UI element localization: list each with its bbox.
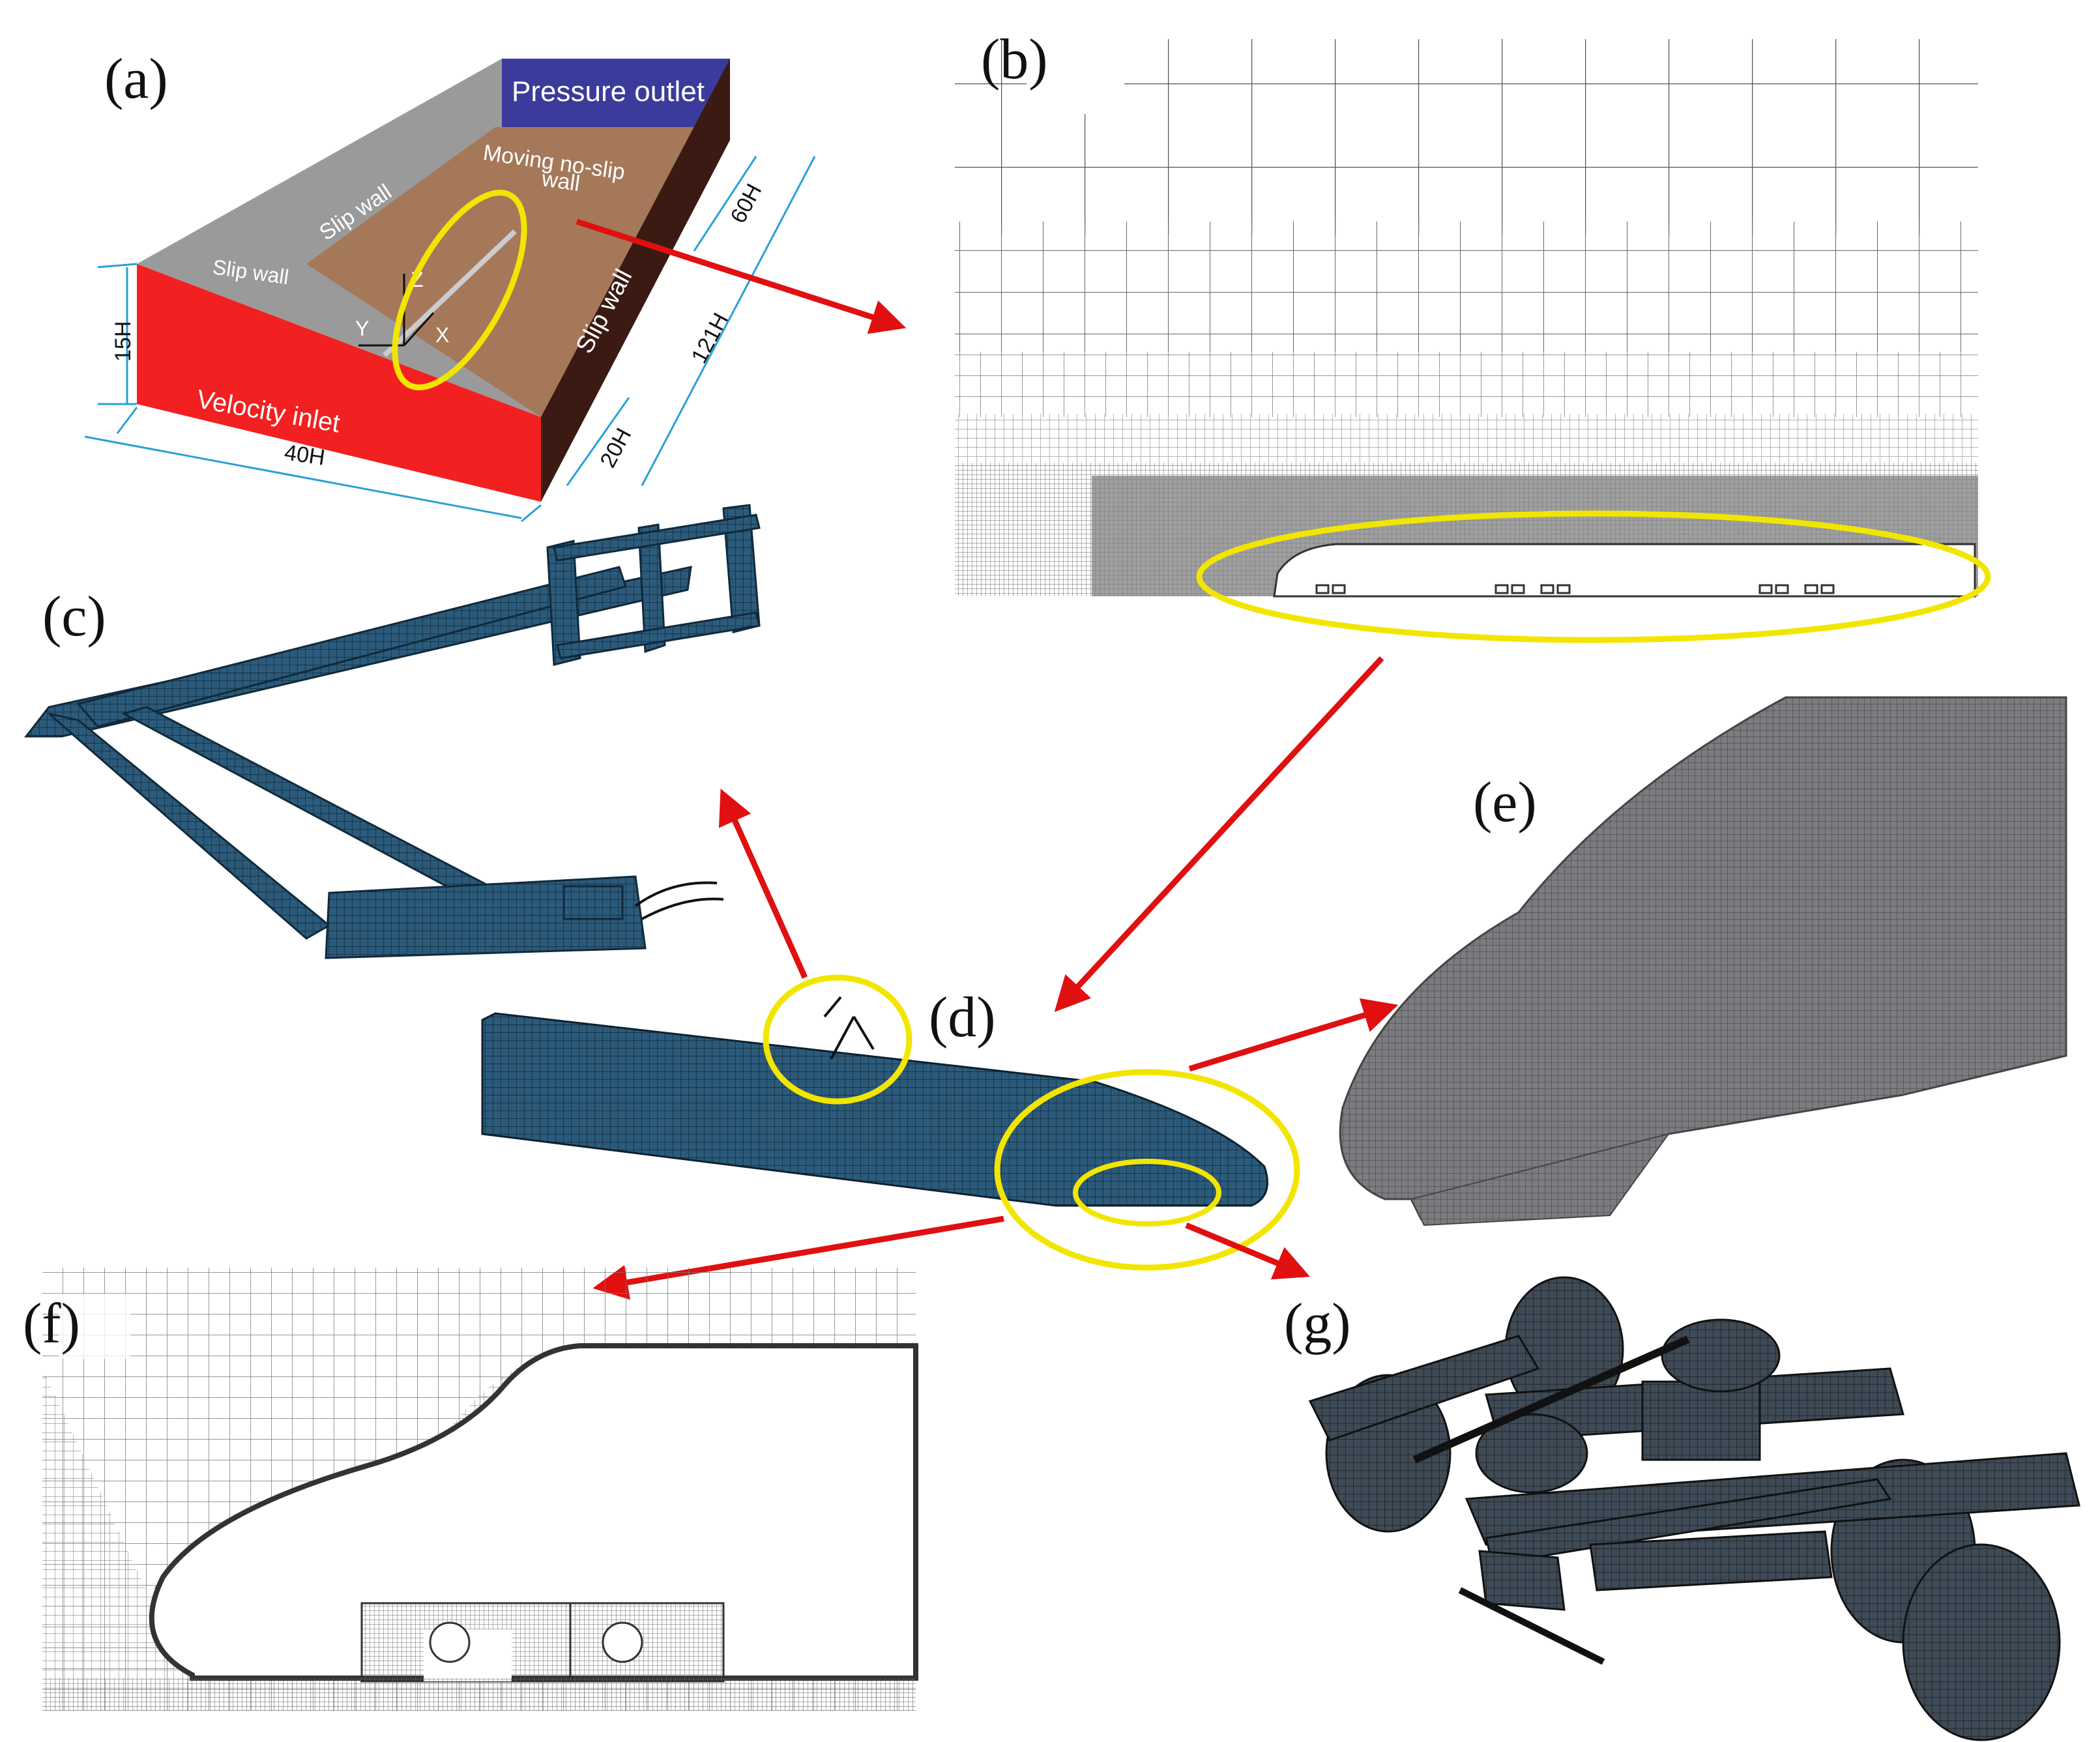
axis-y-label: Y xyxy=(355,317,369,340)
panel-label-c: (c) xyxy=(42,585,106,648)
nose-highlight-ellipse xyxy=(994,1069,1300,1271)
train-nose-profile xyxy=(149,1343,918,1681)
bogie-section xyxy=(360,1602,725,1683)
mesh-zone-coarse xyxy=(955,222,1978,352)
pantograph-highlight-ellipse xyxy=(763,974,912,1105)
train-profile-cutout xyxy=(1273,543,1976,598)
panel-label-e: (e) xyxy=(1473,771,1537,834)
nose-lower-fairing xyxy=(1410,1133,1670,1227)
train-highlight-ellipse xyxy=(392,190,527,390)
dim-121h-label: 121H xyxy=(687,309,734,368)
train-outline-line xyxy=(383,229,517,357)
pantograph-mini xyxy=(823,996,875,1060)
dim-60h-label: 60H xyxy=(726,180,767,227)
arrow-a-to-b xyxy=(576,218,907,334)
bogie-highlight-ellipse xyxy=(1073,1159,1221,1227)
axis-x-label: X xyxy=(435,323,449,347)
dim-20h-label: 20H xyxy=(596,424,637,472)
velocity-inlet-face xyxy=(137,264,541,502)
panel-a-domain: (a) Pressure outlet Moving no-slip wall … xyxy=(84,48,816,523)
dimension-lines xyxy=(84,156,816,523)
dim-40h-label: 40H xyxy=(283,440,327,470)
ground-mesh-strip xyxy=(42,1678,916,1711)
panel-b-longitudinal-mesh: (b) xyxy=(955,28,1991,643)
mesh-zone-fine xyxy=(955,414,1978,466)
panel-c-pantograph: (c) xyxy=(23,504,761,959)
dim-15h-label: 15H xyxy=(111,321,136,362)
arrow-d-to-g xyxy=(1185,1222,1310,1280)
panel-label-f: (f) xyxy=(23,1292,80,1356)
arrow-d-to-c xyxy=(718,789,808,979)
panel-e-nose-mesh: (e) xyxy=(1339,696,2067,1227)
right-slip-wall-face xyxy=(541,59,730,502)
moving-wall-face xyxy=(306,127,717,417)
panel-label-d: (d) xyxy=(929,986,996,1049)
pressure-outlet-face xyxy=(502,59,730,127)
arrow-b-to-d xyxy=(1054,656,1384,1012)
bogie-mesh xyxy=(1308,1276,2080,1741)
panel-f-section-mesh: (f) xyxy=(23,1268,918,1711)
pressure-outlet-label: Pressure outlet xyxy=(512,76,705,108)
bogie-blocks xyxy=(1315,584,1835,594)
train-body-mesh xyxy=(481,1012,1268,1207)
panel-d-train: (d) xyxy=(481,974,1300,1271)
train-mesh-highlight-ellipse xyxy=(1196,510,1991,643)
mesh-zone-medium xyxy=(955,352,1978,417)
nose-surface xyxy=(1339,696,2067,1220)
panel-label-a: (a) xyxy=(104,48,168,111)
moving-wall-label-2: wall xyxy=(540,166,581,196)
panel-g-bogie-mesh: (g) xyxy=(1284,1276,2080,1741)
panel-label-g: (g) xyxy=(1284,1292,1351,1356)
panel-label-b: (b) xyxy=(981,28,1048,91)
arrow-d-to-e xyxy=(1188,998,1399,1072)
pantograph-mesh xyxy=(23,504,761,959)
